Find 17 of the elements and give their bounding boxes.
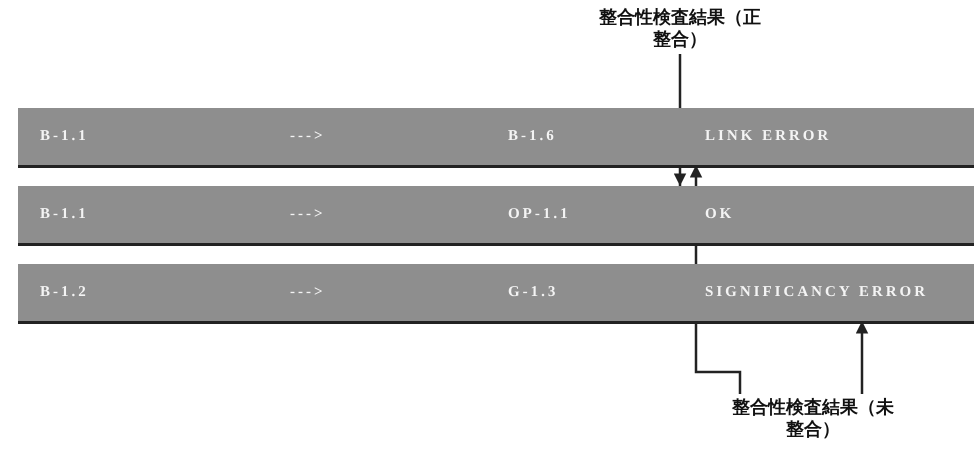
row-text: SIGNIFICANCY ERROR (705, 284, 928, 301)
table-row (18, 108, 974, 168)
row-text: B-1.2 (40, 284, 89, 301)
row-text: B-1.1 (40, 206, 89, 223)
row-text: ---> (290, 206, 326, 223)
row-text: ---> (290, 128, 326, 145)
callout-label: 整合性検査結果（正整合） (595, 6, 765, 50)
table-row (18, 264, 974, 324)
callout-label: 整合性検査結果（未整合） (728, 396, 898, 440)
row-text: OP-1.1 (508, 206, 571, 223)
row-text: LINK ERROR (705, 128, 832, 145)
table-row (18, 186, 974, 246)
row-text: ---> (290, 284, 326, 301)
row-text: G-1.3 (508, 284, 558, 301)
row-text: B-1.6 (508, 128, 557, 145)
row-text: B-1.1 (40, 128, 89, 145)
row-text: OK (705, 206, 734, 223)
